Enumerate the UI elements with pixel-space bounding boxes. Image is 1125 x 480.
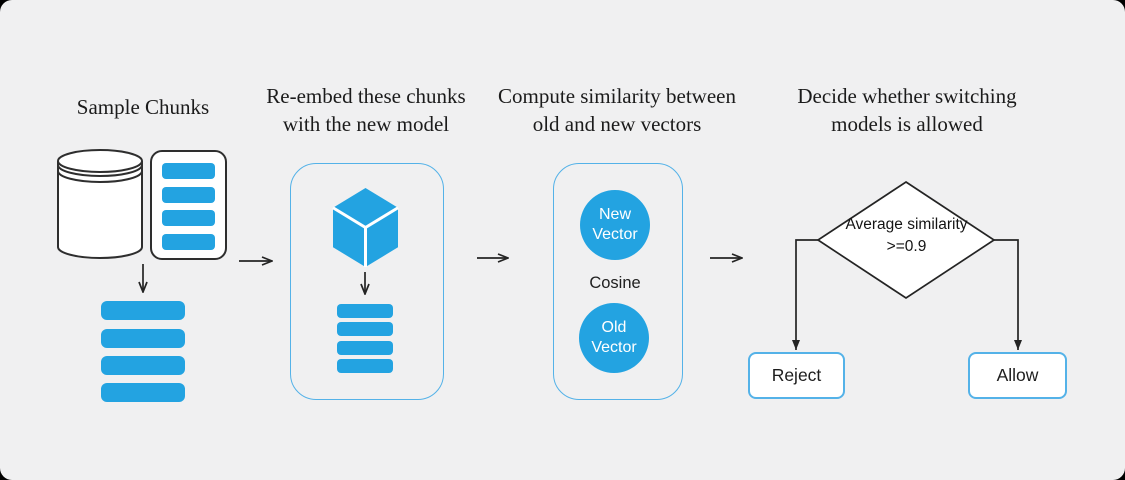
chunk-bar — [162, 210, 215, 226]
re-embed-panel — [290, 163, 444, 400]
sampled-chunk-bar — [101, 356, 185, 375]
cosine-label: Cosine — [589, 274, 641, 292]
embedded-chunk-bar — [337, 304, 393, 318]
diamond-condition-label: Average similarity >=0.9 — [845, 216, 968, 255]
new-vector-circle: New Vector — [580, 190, 650, 260]
embedded-chunk-bar — [337, 359, 393, 373]
embedded-chunk-bar — [337, 341, 393, 355]
connector-diamond-to-reject — [792, 239, 818, 350]
step-title-decide: Decide whether switching models is allow… — [797, 84, 1017, 136]
reject-box: Reject — [748, 352, 845, 399]
sampled-chunk-bar — [101, 301, 185, 320]
similarity-panel — [553, 163, 683, 400]
decision-diamond — [816, 180, 996, 300]
connector-diamond-to-allow — [994, 239, 1022, 350]
step-title-sample-chunks: Sample Chunks — [76, 95, 210, 119]
step-title-compute-similarity: Compute similarity between old and new v… — [498, 84, 736, 136]
chunk-list-icon — [150, 150, 227, 260]
sampled-chunk-bar — [101, 329, 185, 348]
step-title-re-embed: Re-embed these chunks with the new model — [266, 84, 466, 136]
database-icon — [57, 149, 143, 259]
embedded-chunk-bar — [337, 322, 393, 336]
sampled-chunk-bar — [101, 383, 185, 402]
chunk-bar — [162, 234, 215, 250]
chunk-bar — [162, 163, 215, 179]
cube-icon — [332, 188, 399, 267]
chunk-bar — [162, 187, 215, 203]
old-vector-circle: Old Vector — [579, 303, 649, 373]
allow-box: Allow — [968, 352, 1067, 399]
flow-arrows — [143, 239, 1022, 350]
